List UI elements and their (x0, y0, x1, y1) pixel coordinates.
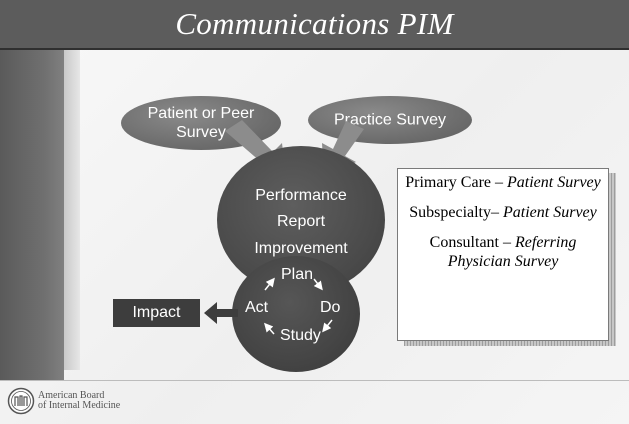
survey-type-subspecialty: Subspecialty– Patient Survey (398, 203, 608, 222)
left-band-edge (64, 50, 80, 370)
survey-types-box: Primary Care – Patient Survey Subspecial… (397, 168, 609, 341)
survey-left-line-1: Patient or Peer (147, 105, 255, 122)
circle-line-improvement: Improvement (254, 240, 348, 257)
survey-type-primary-care: Primary Care – Patient Survey (398, 173, 608, 192)
abim-logo-icon (7, 387, 35, 415)
left-decorative-band (0, 50, 64, 380)
circle-line-report: Report (276, 213, 326, 230)
survey-left-line-2: Survey (176, 124, 226, 141)
subspecialty-survey: Patient Survey (503, 204, 597, 221)
patient-peer-survey-oval: Patient or Peer Survey (121, 96, 281, 150)
practice-survey-oval: Practice Survey (308, 96, 472, 144)
pdsa-act-label: Act (245, 299, 269, 316)
subspecialty-label: Subspecialty– (409, 204, 503, 221)
pdsa-do-label: Do (320, 299, 341, 316)
survey-type-consultant: Consultant – Referring Physician Survey (398, 233, 608, 271)
primary-care-label: Primary Care – (405, 174, 507, 191)
logo-line-2: of Internal Medicine (38, 400, 121, 411)
slide-title: Communications PIM (175, 6, 454, 41)
consultant-survey: Referring Physician Survey (447, 234, 577, 270)
title-bar (0, 0, 629, 50)
circle-line-performance: Performance (255, 187, 347, 204)
logo-line-1: American Board (38, 390, 105, 401)
pdsa-study-label: Study (280, 327, 321, 344)
consultant-label: Consultant – (429, 234, 515, 251)
primary-care-survey: Patient Survey (507, 174, 601, 191)
practice-survey-label: Practice Survey (333, 111, 447, 129)
bottom-divider (0, 380, 629, 381)
impact-box: Impact (113, 299, 200, 327)
pdsa-plan-label: Plan (281, 266, 314, 283)
pdsa-cycle-circle (232, 256, 360, 372)
abim-logo-text: American Board of Internal Medicine (38, 391, 120, 411)
